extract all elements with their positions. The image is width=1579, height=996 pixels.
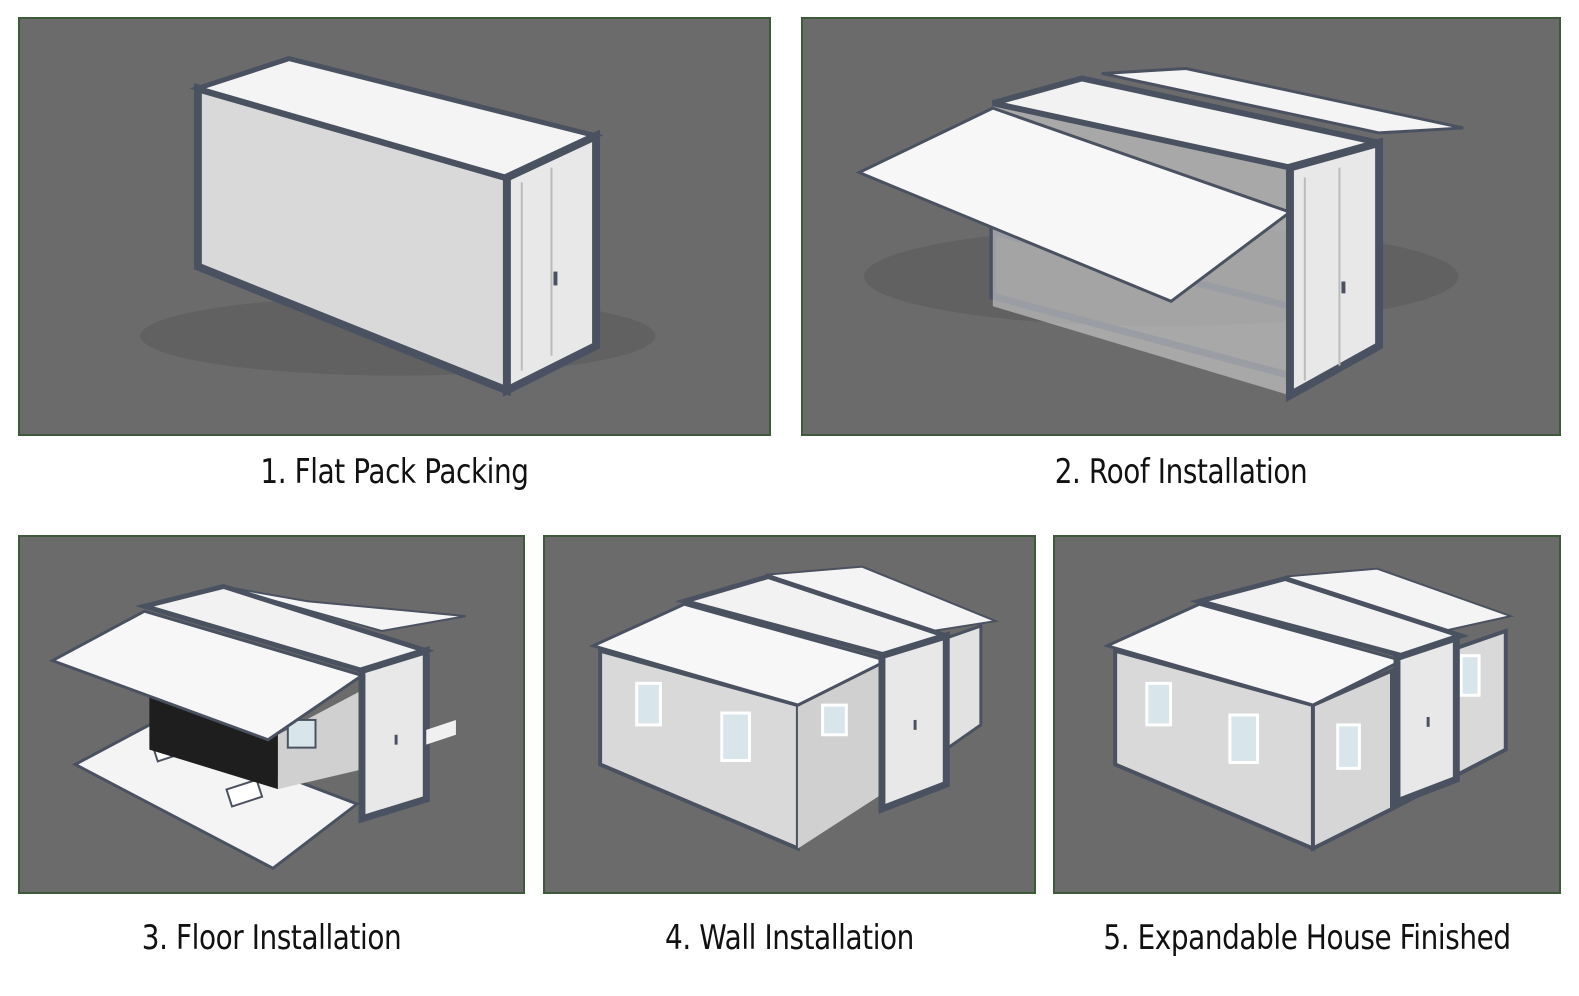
step-4-image <box>543 535 1036 894</box>
step-2-caption: 2. Roof Installation <box>1054 452 1308 492</box>
step-5-caption: 5. Expandable House Finished <box>1103 918 1511 958</box>
step-4-caption: 4. Wall Installation <box>665 918 914 958</box>
roof-installation-illustration <box>855 67 1464 403</box>
step-3-image <box>18 535 525 894</box>
floor-installation-illustration <box>48 583 466 871</box>
wall-installation-illustration <box>588 565 1000 852</box>
step-1-caption: 1. Flat Pack Packing <box>260 452 529 492</box>
step-5-image <box>1053 535 1561 894</box>
step-2-image <box>801 17 1561 436</box>
step-3-caption: 3. Floor Installation <box>141 918 402 958</box>
step-1-image <box>18 17 771 436</box>
finished-house-illustration <box>1102 567 1515 852</box>
flat-pack-container-illustration <box>140 56 656 397</box>
